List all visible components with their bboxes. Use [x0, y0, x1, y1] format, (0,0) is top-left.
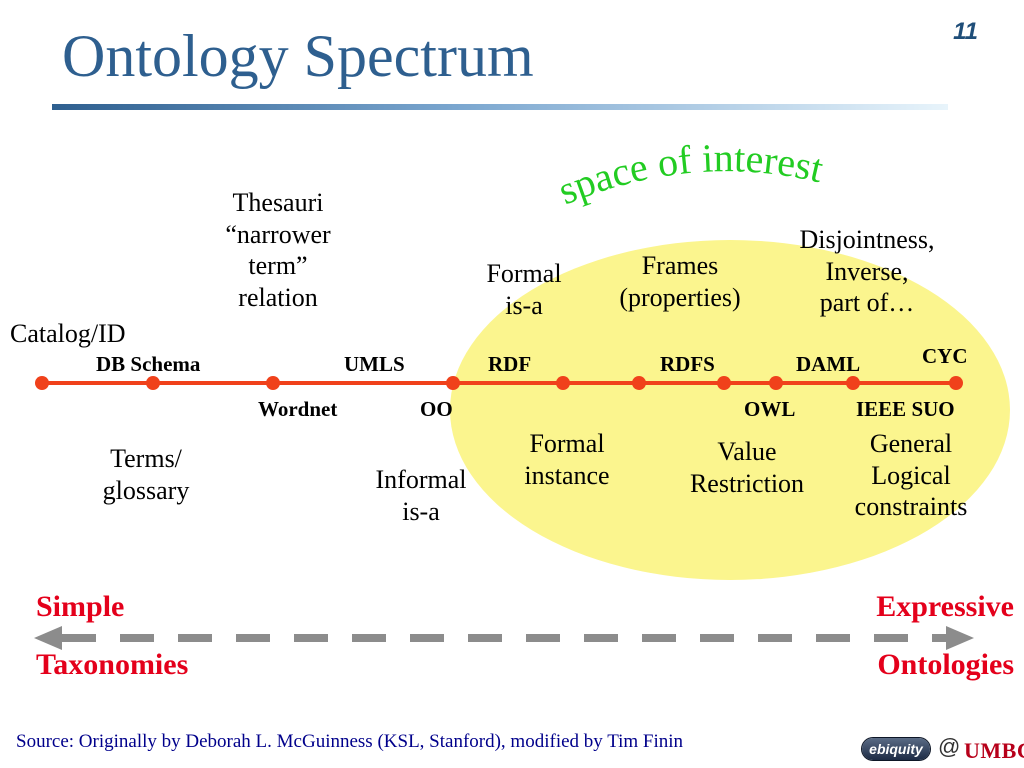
axis-node	[446, 376, 460, 390]
spectrum-left-line2: Taxonomies	[36, 648, 189, 681]
axis-node	[146, 376, 160, 390]
concept-disjointness: Disjointness, Inverse, part of…	[772, 224, 962, 319]
umbc-logo: UMBC	[964, 738, 1024, 763]
axis-node	[769, 376, 783, 390]
at-sign: @	[938, 734, 961, 759]
concept-line: Disjointness,	[799, 225, 935, 254]
axis-label-ieee-suo: IEEE SUO	[856, 397, 955, 421]
axis-label-rdfs: RDFS	[660, 352, 715, 376]
spectrum-left-line1: Simple	[36, 590, 125, 623]
concept-line: Informal	[375, 465, 467, 494]
concept-line: Restriction	[689, 468, 805, 498]
axis-label-wordnet: Wordnet	[258, 397, 338, 421]
concept-line: Frames	[641, 251, 719, 280]
axis-node	[266, 376, 280, 390]
concept-line: Thesauri	[232, 188, 324, 217]
ebiquity-logo: ebiquity	[862, 738, 930, 760]
axis-label-cyc: CYC	[922, 344, 968, 368]
spectrum-right-line1: Expressive	[876, 590, 1014, 623]
concept-line: Formal	[486, 259, 562, 288]
axis-label-db-schema: DB Schema	[96, 352, 201, 376]
concept-line: relation	[238, 283, 318, 313]
arrow-left-head	[34, 626, 62, 650]
slide-number: 11	[953, 18, 978, 45]
axis-node	[949, 376, 963, 390]
concept-thesauri: Thesauri “narrower term” relation	[198, 187, 358, 314]
axis-node	[35, 376, 49, 390]
concept-terms-glossary: Terms/ glossary	[78, 443, 214, 506]
axis-label-umls: UMLS	[344, 352, 405, 376]
source-credit: Source: Originally by Deborah L. McGuinn…	[16, 731, 684, 752]
axis-label-rdf: RDF	[488, 352, 532, 376]
title-underline	[52, 104, 948, 110]
concept-line: Value	[717, 437, 777, 466]
axis-label-owl: OWL	[744, 397, 796, 421]
concept-line: Terms/	[110, 444, 182, 473]
interest-label: space of interest	[552, 135, 828, 213]
interest-region	[450, 240, 1010, 580]
concept-line: is-a	[505, 290, 543, 320]
concept-line: General	[869, 429, 953, 458]
axis-node	[556, 376, 570, 390]
concept-line: part of…	[819, 288, 915, 318]
slide-title: Ontology Spectrum	[62, 23, 534, 89]
concept-frames: Frames (properties)	[596, 250, 764, 313]
concept-line: Formal	[529, 429, 605, 458]
axis-label-daml: DAML	[796, 352, 861, 376]
concept-formal-instance: Formal instance	[504, 428, 630, 491]
concept-value-restriction: Value Restriction	[664, 436, 830, 499]
concept-line: term”	[248, 251, 308, 281]
axis-node	[717, 376, 731, 390]
concept-informal-isa: Informal is-a	[356, 464, 486, 527]
concept-catalog-id: Catalog/ID	[10, 319, 126, 348]
axis-node	[632, 376, 646, 390]
concept-line: “narrower	[225, 219, 331, 249]
concept-line: (properties)	[619, 282, 741, 312]
arrow-right-head	[946, 626, 974, 650]
axis-node	[846, 376, 860, 390]
concept-line: constraints	[854, 492, 968, 522]
concept-line: is-a	[402, 496, 440, 526]
concept-line: Logical	[871, 460, 951, 490]
concept-formal-isa: Formal is-a	[464, 258, 584, 321]
concept-line: instance	[524, 460, 610, 490]
concept-line: Inverse,	[825, 256, 909, 286]
concept-line: glossary	[102, 475, 190, 505]
axis-label-oo: OO	[420, 397, 453, 421]
concept-general-logical-constraints: General Logical constraints	[826, 428, 996, 523]
spectrum-right-line2: Ontologies	[877, 648, 1014, 681]
